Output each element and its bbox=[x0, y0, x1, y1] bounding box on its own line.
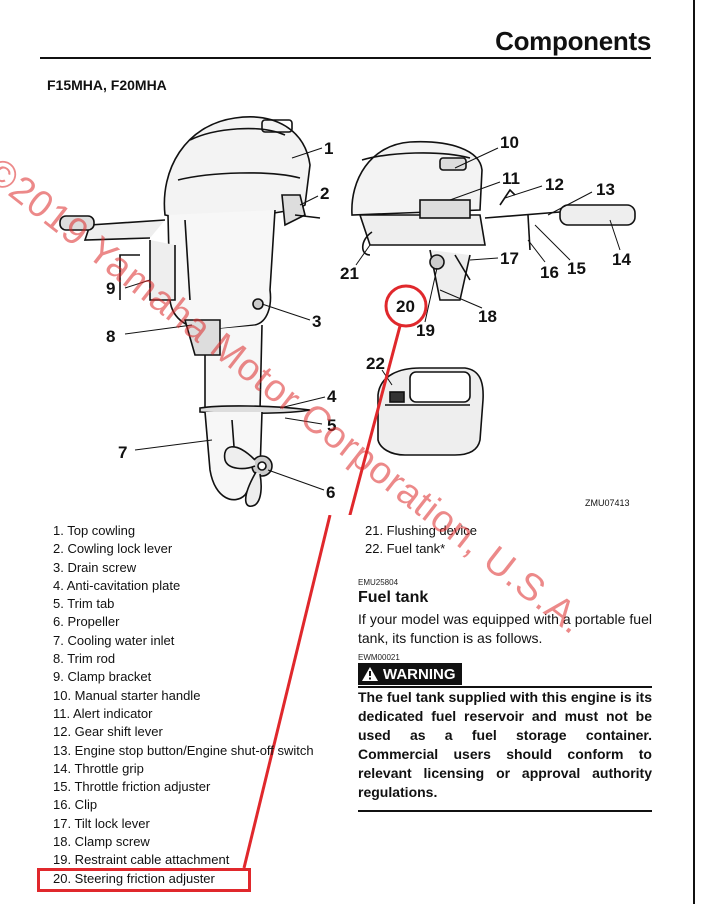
outboard-motor-diagram: 1 2 3 4 5 6 7 8 9 10 11 12 13 14 15 16 1… bbox=[59, 116, 636, 515]
page-title: Components bbox=[495, 26, 651, 56]
list-item: 5. Trim tab bbox=[53, 596, 115, 612]
callout-1: 1 bbox=[324, 139, 333, 158]
parts-list: 1. Top cowling 2. Cowling lock lever 3. … bbox=[53, 522, 314, 870]
list-item: 14. Throttle grip bbox=[53, 760, 144, 776]
list-item: 16. Clip bbox=[53, 797, 98, 813]
callout-20: 20 bbox=[396, 297, 415, 316]
list-item: 19. Restraint cable attachment bbox=[53, 852, 230, 868]
callout-22: 22 bbox=[366, 354, 385, 373]
parts-list-continued: 21. Flushing device 22. Fuel tank* bbox=[365, 522, 477, 559]
warning-top-rule bbox=[358, 686, 652, 688]
callout-2: 2 bbox=[320, 184, 329, 203]
list-item-highlighted: 20. Steering friction adjuster bbox=[53, 871, 215, 886]
list-item: 13. Engine stop button/Engine shut-off s… bbox=[53, 742, 314, 758]
section-body: If your model was equipped with a portab… bbox=[358, 611, 652, 646]
warning-triangle-icon bbox=[362, 667, 378, 681]
warning-text: The fuel tank supplied with this engine … bbox=[358, 689, 652, 800]
callout-15: 15 bbox=[567, 259, 586, 278]
list-item: 7. Cooling water inlet bbox=[53, 632, 175, 648]
list-item: 11. Alert indicator bbox=[53, 705, 153, 721]
header-rule bbox=[40, 57, 651, 59]
list-item: 12. Gear shift lever bbox=[53, 724, 163, 740]
callout-9: 9 bbox=[106, 279, 115, 298]
list-item: 2. Cowling lock lever bbox=[53, 541, 173, 557]
list-item: 6. Propeller bbox=[53, 614, 120, 630]
callout-16: 16 bbox=[540, 263, 559, 282]
callout-14: 14 bbox=[612, 250, 631, 269]
warning-label: WARNING bbox=[383, 665, 456, 683]
list-item: 1. Top cowling bbox=[53, 523, 136, 538]
callout-6: 6 bbox=[326, 483, 335, 502]
list-item: 17. Tilt lock lever bbox=[53, 815, 150, 831]
list-item: 3. Drain screw bbox=[53, 559, 137, 575]
callout-3: 3 bbox=[312, 312, 321, 331]
highlight-box bbox=[37, 868, 251, 892]
callout-4: 4 bbox=[327, 387, 337, 406]
connector-overlay bbox=[242, 515, 332, 869]
callout-5: 5 bbox=[327, 416, 336, 435]
figure-code: ZMU07413 bbox=[585, 498, 630, 508]
list-item: 22. Fuel tank* bbox=[365, 541, 446, 557]
list-item: 4. Anti-cavitation plate bbox=[53, 577, 181, 593]
callout-8: 8 bbox=[106, 327, 115, 346]
callout-13: 13 bbox=[596, 180, 615, 199]
list-item: 15. Throttle friction adjuster bbox=[53, 779, 211, 795]
callout-18: 18 bbox=[478, 307, 497, 326]
highlight-connector-line bbox=[348, 325, 402, 515]
callout-19: 19 bbox=[416, 321, 435, 340]
warning-badge: WARNING bbox=[358, 663, 462, 685]
warning-code: EWM00021 bbox=[358, 653, 400, 662]
callout-17: 17 bbox=[500, 249, 519, 268]
list-item: 21. Flushing device bbox=[365, 523, 478, 538]
section-heading: Fuel tank bbox=[358, 589, 429, 606]
callout-11: 11 bbox=[502, 169, 520, 188]
warning-bottom-rule bbox=[358, 810, 652, 812]
callout-21: 21 bbox=[340, 264, 359, 283]
section-code: EMU25804 bbox=[358, 578, 399, 587]
list-item: 8. Trim rod bbox=[53, 651, 116, 667]
callout-10: 10 bbox=[500, 133, 519, 152]
page-edge-line bbox=[693, 0, 695, 904]
callout-7: 7 bbox=[118, 443, 127, 462]
list-item: 9. Clamp bracket bbox=[53, 669, 152, 685]
list-item: 18. Clamp screw bbox=[53, 834, 150, 850]
callout-12: 12 bbox=[545, 175, 564, 194]
list-item: 10. Manual starter handle bbox=[53, 687, 201, 703]
model-subtitle: F15MHA, F20MHA bbox=[47, 77, 167, 93]
highlight-circle bbox=[384, 284, 428, 328]
